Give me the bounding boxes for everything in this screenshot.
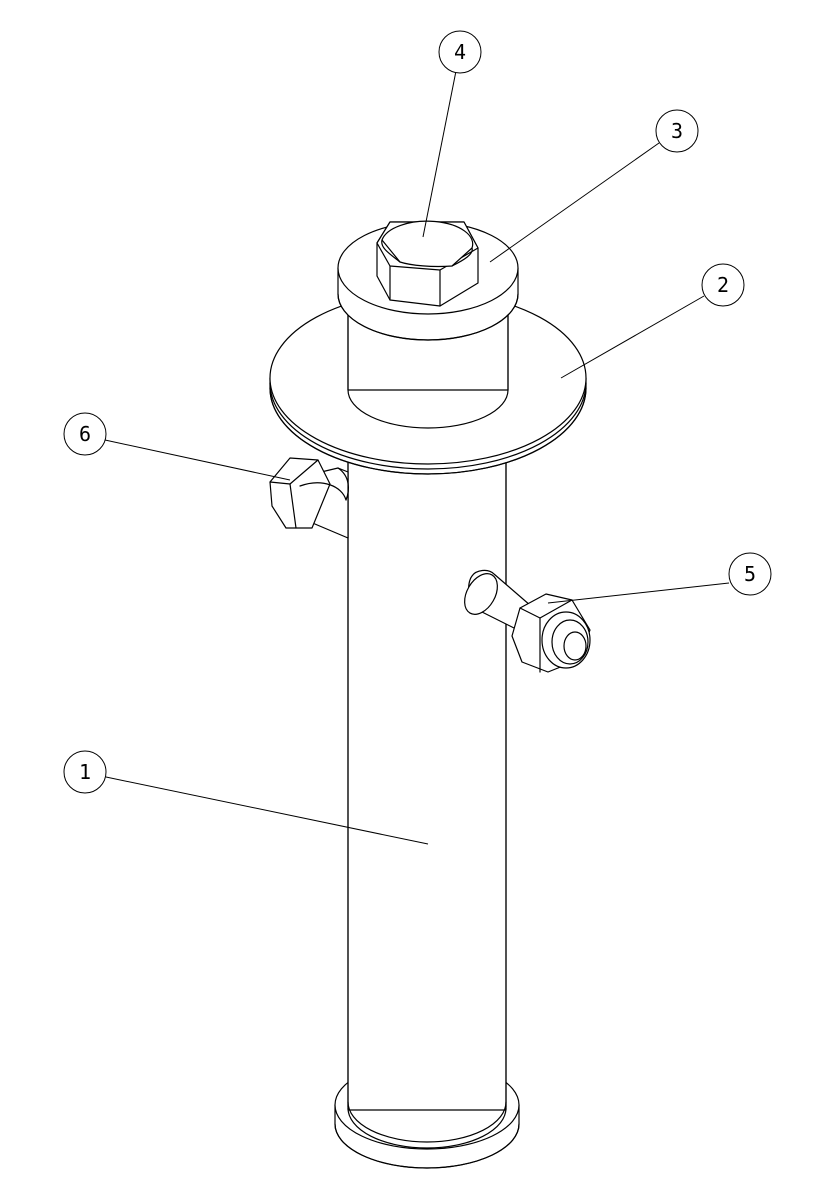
leader-3 xyxy=(489,142,660,263)
leader-lines xyxy=(104,70,730,845)
hex-plug xyxy=(376,220,479,307)
balloon-1-label: 1 xyxy=(79,760,91,784)
balloon-5-label: 5 xyxy=(744,562,756,586)
balloon-4-label: 4 xyxy=(454,40,466,64)
balloon-6: 6 xyxy=(63,412,107,456)
balloon-3-label: 3 xyxy=(671,119,683,143)
leader-6 xyxy=(104,439,291,481)
balloon-3: 3 xyxy=(655,109,699,153)
balloon-2: 2 xyxy=(701,263,745,307)
leader-4 xyxy=(422,70,457,238)
leader-1 xyxy=(105,776,429,845)
leader-5 xyxy=(547,582,730,604)
balloon-4: 4 xyxy=(438,30,482,74)
balloon-5: 5 xyxy=(728,552,772,596)
right-bolt-fitting xyxy=(464,569,591,673)
left-bolt-fitting xyxy=(269,457,349,539)
cylinder-body xyxy=(347,454,507,1149)
balloon-1: 1 xyxy=(63,750,107,794)
balloon-6-label: 6 xyxy=(79,422,91,446)
balloon-2-label: 2 xyxy=(717,273,729,297)
leader-2 xyxy=(560,295,705,379)
